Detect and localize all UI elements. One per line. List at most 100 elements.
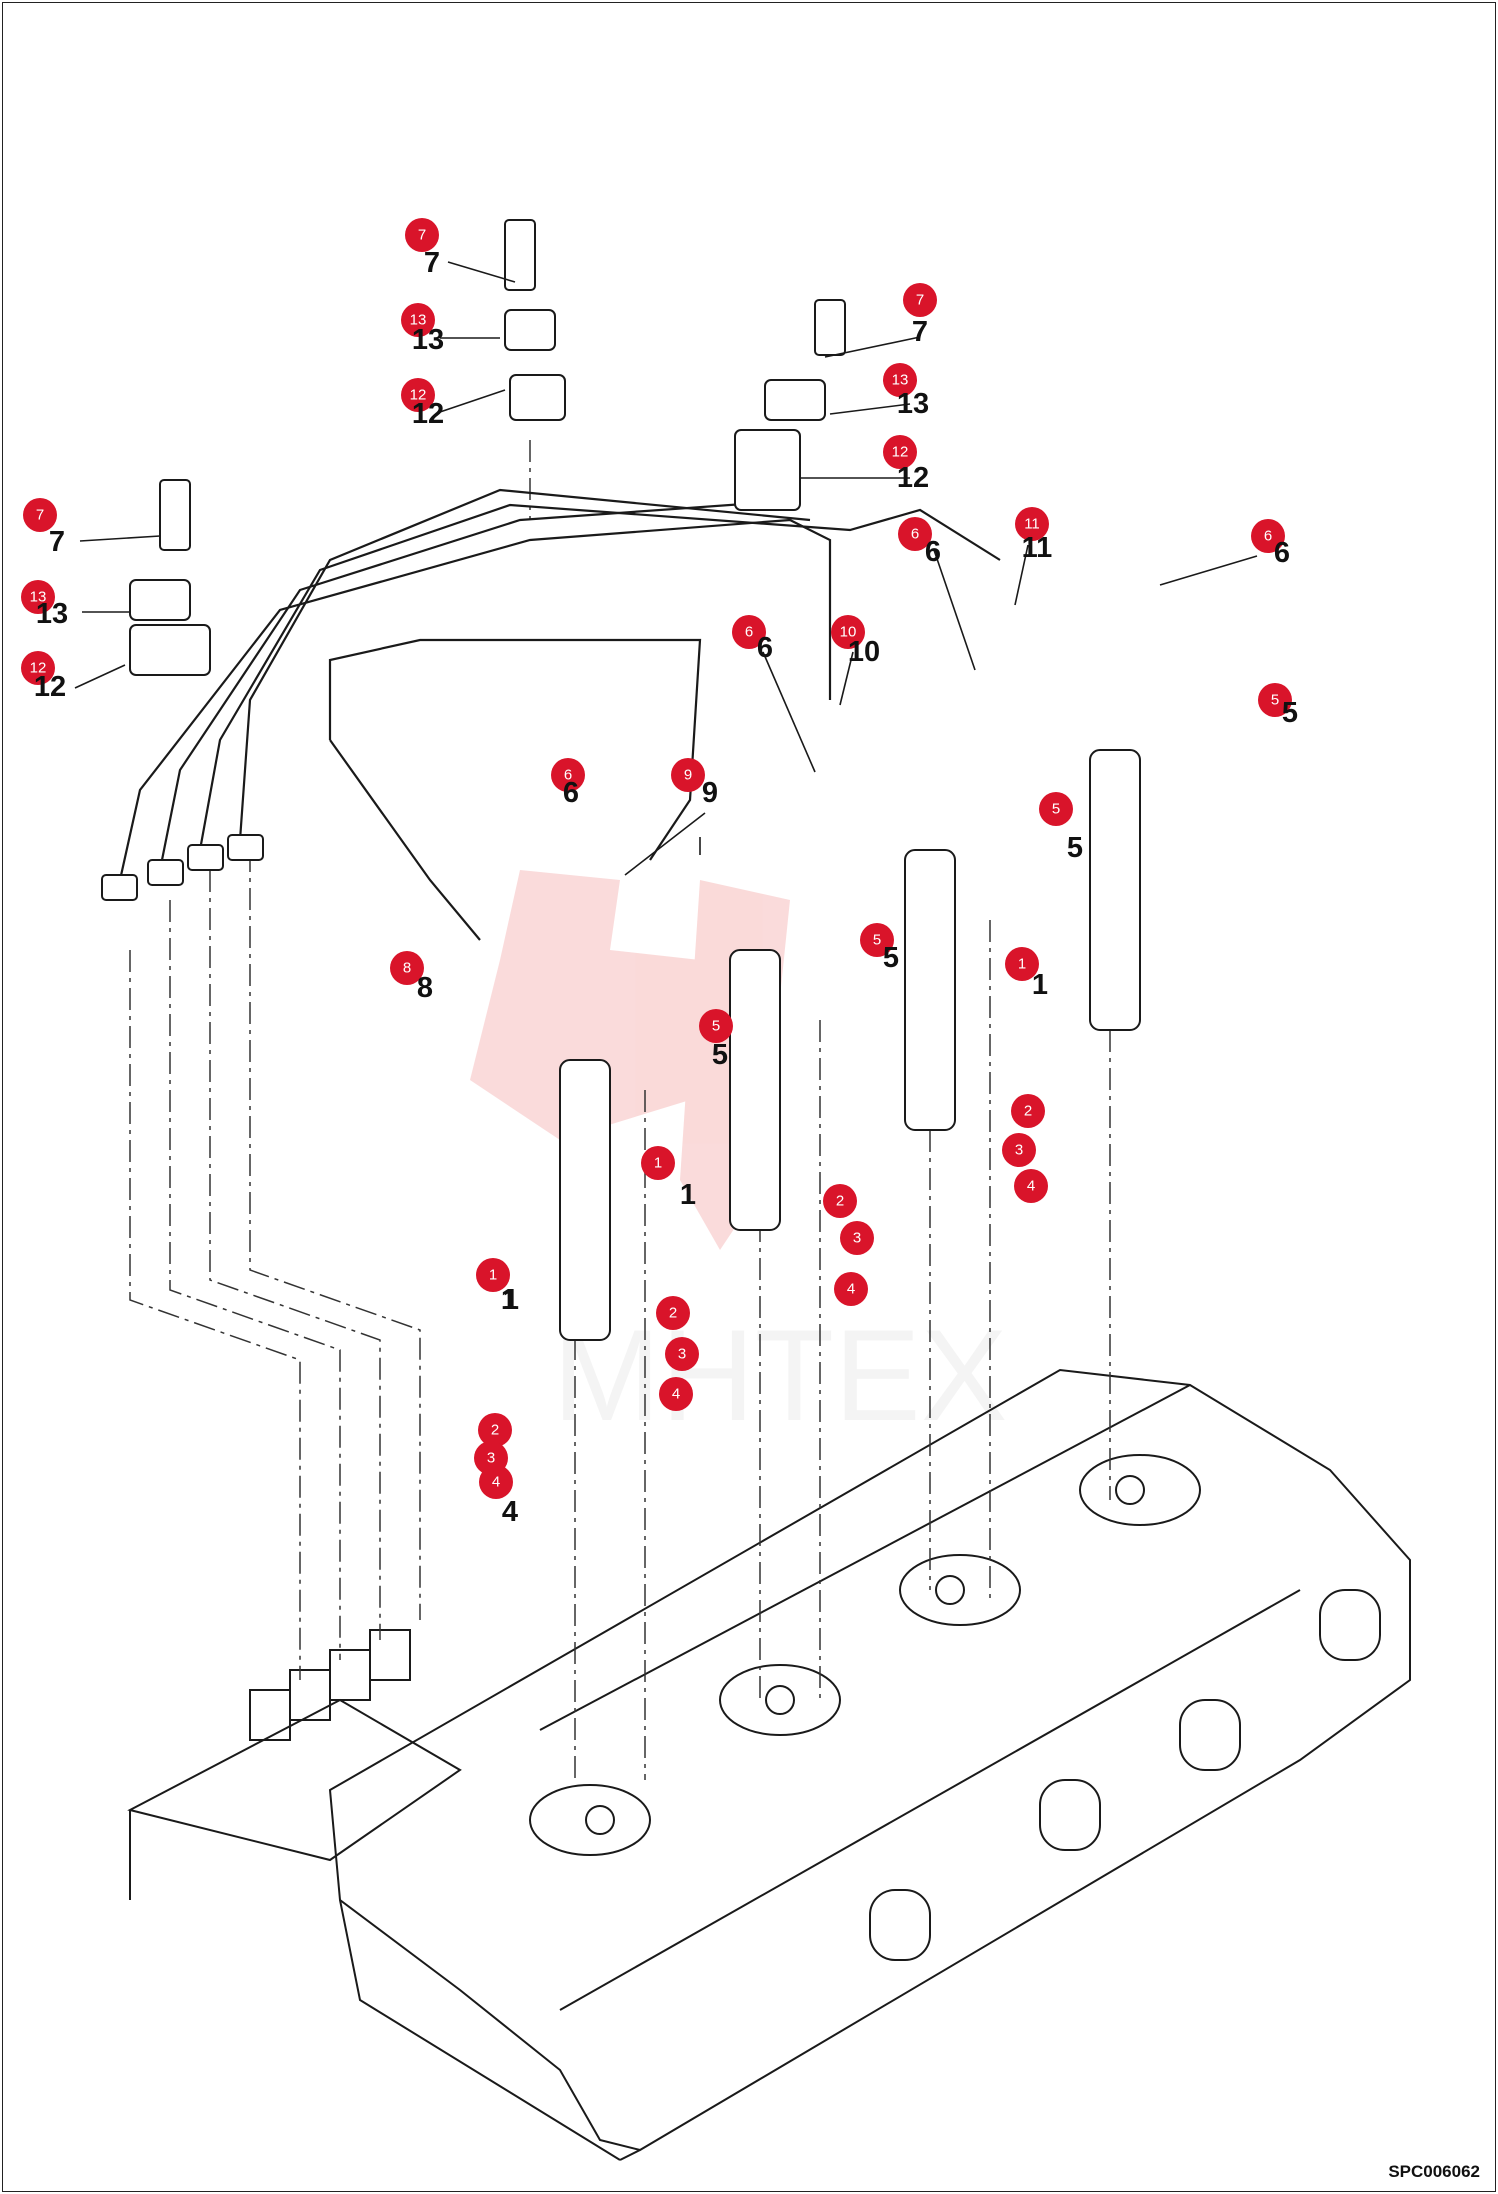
- callout-1: 1: [641, 1146, 675, 1180]
- part-number-7: 7: [49, 526, 65, 558]
- callout-2: 2: [478, 1413, 512, 1447]
- part-number-6: 6: [563, 777, 579, 809]
- callout-number: 13: [410, 312, 427, 329]
- callout-5: 5: [1258, 683, 1292, 717]
- fuel-line-fittings: [101, 834, 264, 901]
- callout-number: 13: [30, 589, 47, 606]
- part-number-13: 13: [36, 598, 68, 630]
- callout-13: 13: [21, 580, 55, 614]
- part-number-1: 1: [501, 1284, 517, 1316]
- callout-circle: [903, 283, 937, 317]
- callout-number: 4: [672, 1386, 680, 1403]
- injectors: [559, 749, 1141, 1341]
- callout-9: 9: [671, 758, 705, 792]
- callout-3: 3: [665, 1337, 699, 1371]
- part-number-13: 13: [412, 324, 444, 356]
- callout-number: 9: [684, 767, 692, 784]
- callout-number: 3: [1015, 1142, 1023, 1159]
- callout-number: 1: [654, 1155, 662, 1172]
- callout-6: 6: [1251, 519, 1285, 553]
- callout-circle: [479, 1465, 513, 1499]
- part-number-5: 5: [883, 942, 899, 974]
- callout-number: 6: [1264, 528, 1272, 545]
- callout-circle: [390, 951, 424, 985]
- callout-circle: [1258, 683, 1292, 717]
- part-number-5: 5: [1282, 697, 1298, 729]
- callout-number: 5: [1271, 692, 1279, 709]
- callout-4: 4: [1014, 1169, 1048, 1203]
- callout-number: 6: [745, 624, 753, 641]
- callout-circle: [1011, 1094, 1045, 1128]
- callout-number: 12: [410, 387, 427, 404]
- callout-circle: [699, 1009, 733, 1043]
- callout-number: 4: [847, 1281, 855, 1298]
- callout-number: 12: [892, 444, 909, 461]
- callout-circle: [883, 435, 917, 469]
- callout-1: 1: [1005, 947, 1039, 981]
- callout-number: 3: [678, 1346, 686, 1363]
- callout-circle: [401, 378, 435, 412]
- callout-11: 11: [1015, 507, 1049, 541]
- callout-2: 2: [656, 1296, 690, 1330]
- callout-number: 5: [873, 932, 881, 949]
- callout-circle: [1005, 947, 1039, 981]
- callout-number: 5: [1052, 801, 1060, 818]
- callout-number: 1: [1018, 956, 1026, 973]
- callout-8: 8: [390, 951, 424, 985]
- callout-number: 12: [30, 660, 47, 677]
- callout-1: 1: [476, 1258, 510, 1292]
- part-number-6: 6: [925, 536, 941, 568]
- callout-number: 7: [916, 292, 924, 309]
- callout-circle: [476, 1258, 510, 1292]
- part-number-12: 12: [412, 398, 444, 430]
- callout-number: 1: [489, 1267, 497, 1284]
- callout-3: 3: [1002, 1133, 1036, 1167]
- cylinder-head: [127, 1368, 1411, 2161]
- callout-7: 7: [23, 498, 57, 532]
- callout-circle: [1002, 1133, 1036, 1167]
- part-number-12: 12: [34, 671, 66, 703]
- callout-5: 5: [699, 1009, 733, 1043]
- callout-12: 12: [21, 651, 55, 685]
- part-number-11: 11: [1022, 532, 1053, 564]
- part-number-1: 1: [680, 1179, 696, 1211]
- callout-6: 6: [551, 758, 585, 792]
- callout-circle: [671, 758, 705, 792]
- part-number-7: 7: [424, 247, 440, 279]
- callout-number: 8: [403, 960, 411, 977]
- callout-number: 7: [36, 507, 44, 524]
- part-number-6: 6: [757, 632, 773, 664]
- callout-5: 5: [860, 923, 894, 957]
- callout-circle: [641, 1146, 675, 1180]
- callout-7: 7: [903, 283, 937, 317]
- callout-circle: [659, 1377, 693, 1411]
- part-number-7: 7: [912, 316, 928, 348]
- part-number-1: 1: [503, 1284, 519, 1316]
- callout-number: 2: [1024, 1103, 1032, 1120]
- callout-circle: [823, 1184, 857, 1218]
- callout-number: 3: [487, 1450, 495, 1467]
- part-number-9: 9: [702, 777, 718, 809]
- callout-circle: [656, 1296, 690, 1330]
- callout-number: 6: [911, 526, 919, 543]
- callout-circle: [665, 1337, 699, 1371]
- callout-circle: [732, 615, 766, 649]
- callout-3: 3: [840, 1221, 874, 1255]
- callout-circle: [551, 758, 585, 792]
- callout-number: 6: [564, 767, 572, 784]
- callout-4: 4: [479, 1465, 513, 1499]
- callout-6: 6: [732, 615, 766, 649]
- callout-circle: [1015, 507, 1049, 541]
- callout-7: 7: [405, 218, 439, 252]
- leader-lines: [74, 261, 1258, 876]
- callout-circle: [1014, 1169, 1048, 1203]
- assembly-lines: [129, 440, 1111, 1780]
- callout-circle: [898, 517, 932, 551]
- callout-12: 12: [401, 378, 435, 412]
- callout-circle: [21, 580, 55, 614]
- callout-13: 13: [401, 303, 435, 337]
- drawing-code: SPC006062: [1388, 2162, 1480, 2181]
